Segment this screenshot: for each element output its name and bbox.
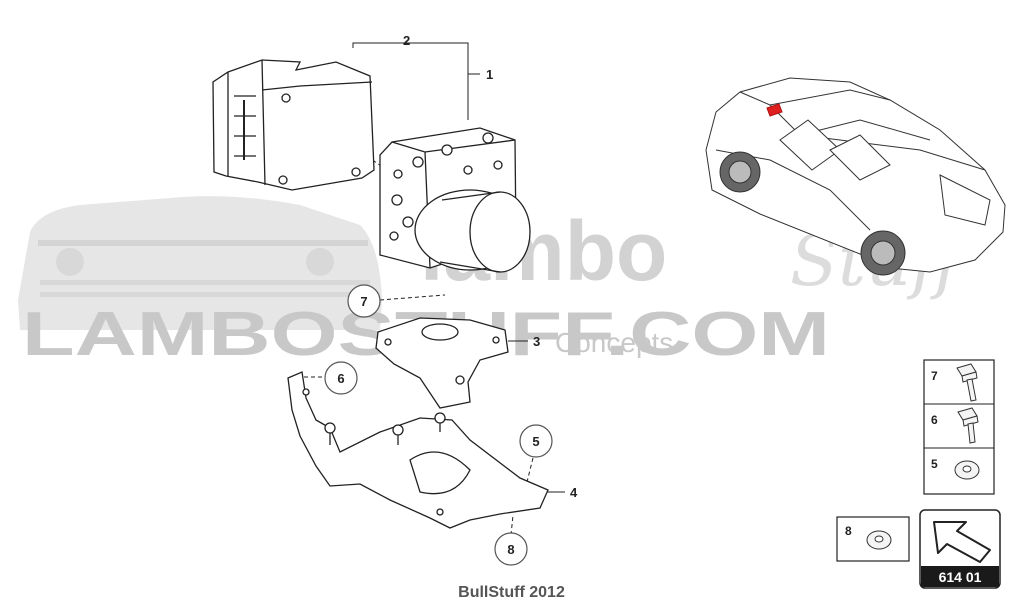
- callout-7: 7: [347, 284, 381, 318]
- callout-1: 1: [486, 67, 493, 82]
- legend-extra-num: 8: [845, 524, 852, 538]
- callout-label: 7: [360, 294, 367, 309]
- fastener-legend: 7 6 5: [923, 359, 995, 495]
- callout-label: 2: [403, 33, 410, 48]
- page-reference-badge: 614 01: [919, 509, 1001, 589]
- bolt-long-icon: [956, 363, 978, 402]
- callout-4: 4: [570, 485, 578, 500]
- callout-5: 5: [519, 424, 553, 458]
- callout-label: 5: [532, 434, 539, 449]
- callout-circle: [519, 424, 553, 458]
- washer-icon: [866, 530, 892, 550]
- legend-item-6-num: 6: [931, 413, 938, 427]
- vehicle-location-thumbnail: [705, 77, 1006, 276]
- callout-label: 8: [507, 542, 514, 557]
- washer-icon: [954, 460, 980, 480]
- callout-circle: [324, 361, 358, 395]
- bolt-short-icon: [957, 407, 979, 444]
- bracket-part-4: [287, 371, 549, 529]
- watermark-subtitle-text: Concepts: [555, 327, 673, 358]
- page-code-bar: [921, 566, 999, 587]
- legend-extra-8: 8: [836, 516, 910, 562]
- callout-label: 3: [533, 334, 540, 349]
- callout-2: 2: [403, 33, 410, 48]
- bracket-part-3: [375, 317, 509, 409]
- arrow-icon: [933, 521, 991, 563]
- callout-label: 1: [486, 67, 493, 82]
- abs-hydraulic-unit: [379, 127, 531, 273]
- callout-8: 8: [494, 532, 528, 566]
- caption: BullStuff 2012: [458, 584, 565, 601]
- callout-label: 6: [337, 371, 344, 386]
- callout-circle: [347, 284, 381, 318]
- page-code: 614 01: [939, 569, 982, 585]
- legend-item-7-num: 7: [931, 369, 938, 383]
- legend-item-5-num: 5: [931, 457, 938, 471]
- callout-circle: [494, 532, 528, 566]
- abs-control-unit: [212, 59, 375, 191]
- abs-location-highlight: [766, 103, 783, 117]
- callout-label: 4: [570, 485, 578, 500]
- callout-3: 3: [533, 334, 540, 349]
- callout-6: 6: [324, 361, 358, 395]
